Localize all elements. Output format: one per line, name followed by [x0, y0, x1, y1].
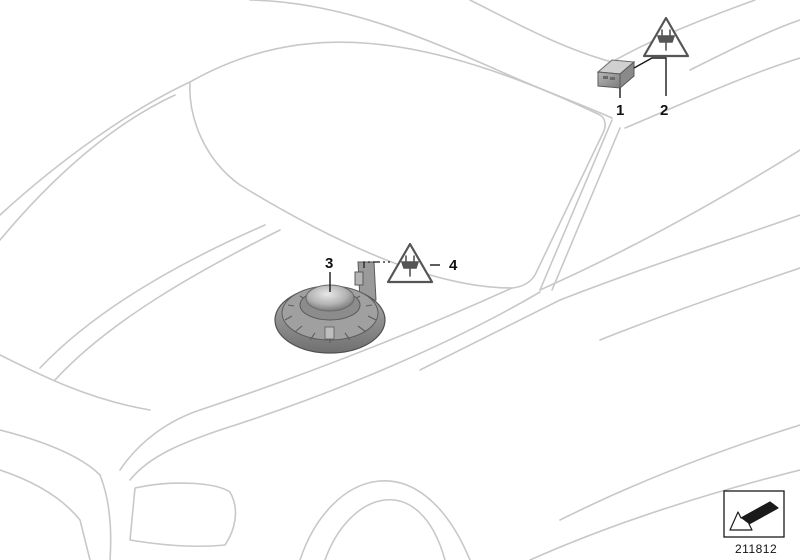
roof-line-outer: [469, 0, 756, 63]
sill-line: [559, 424, 800, 521]
plug-warning-icon: [386, 242, 434, 284]
door-line: [599, 267, 800, 341]
callout-2: 2: [660, 102, 668, 119]
roof-line-upper: [249, 0, 613, 119]
a-pillar: [539, 119, 613, 291]
front-bumper: [0, 429, 112, 560]
windshield-frame: [189, 41, 606, 289]
fender-arch-inner: [324, 499, 446, 560]
hood-left-edge: [0, 81, 191, 216]
cowl-line: [129, 291, 541, 481]
leader-4-dashed: [363, 261, 390, 268]
hood-front-edge: [0, 354, 151, 411]
a-pillar-inner: [551, 127, 621, 291]
bumper-lower: [0, 469, 91, 560]
callout-1: 1: [616, 102, 624, 119]
roof-right-edge: [689, 19, 800, 71]
beltline: [539, 149, 800, 291]
alarm-siren-part: [274, 261, 386, 354]
leader-2: [633, 57, 667, 96]
side-lower: [529, 469, 800, 560]
callout-4: 4: [449, 257, 458, 274]
headlight: [129, 482, 237, 547]
fender-line: [419, 299, 561, 371]
side-window-line: [624, 57, 800, 129]
reference-block: 211812: [723, 490, 785, 556]
reference-number: 211812: [735, 542, 777, 556]
sensor-module-part: [596, 59, 636, 90]
hood-crease-inner: [39, 224, 266, 369]
hood-center: [119, 287, 513, 471]
navigation-arrow-icon: [729, 501, 779, 531]
leader-lines: [329, 57, 667, 292]
hood-crease: [54, 229, 281, 381]
hood-left-edge-inner: [0, 94, 176, 241]
plug-warning-icon: [642, 16, 690, 58]
fender-arch: [299, 480, 471, 560]
callout-3: 3: [325, 255, 333, 272]
body-side-line: [559, 214, 800, 301]
